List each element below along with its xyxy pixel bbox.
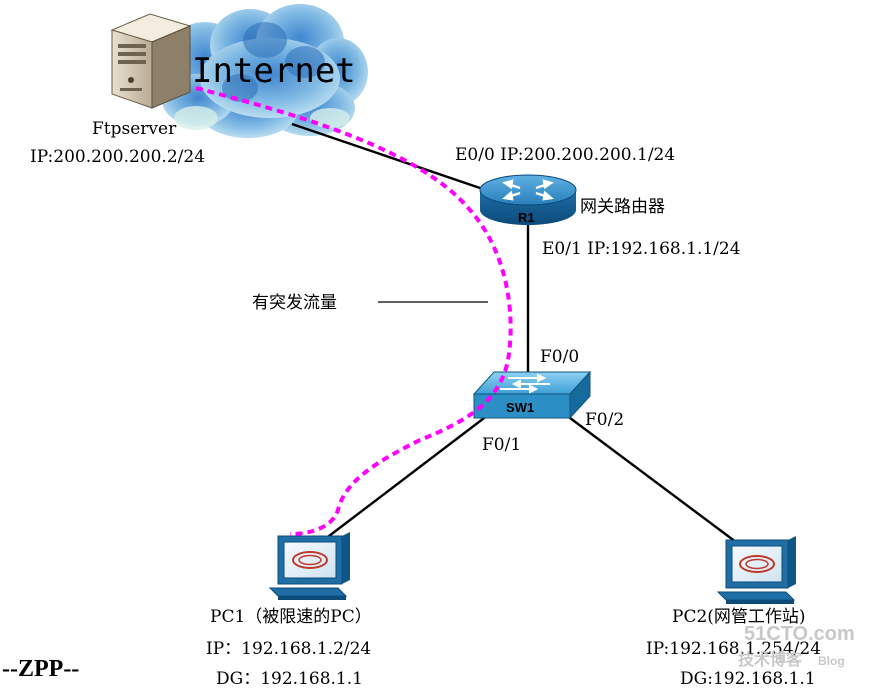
link-sw1-pc1 [307,411,493,553]
switch-sw1-icon[interactable] [472,370,592,420]
watermark-line3: Blog [818,654,845,668]
burst-traffic-path [195,86,513,536]
pc1-dg: DG：192.168.1.1 [216,669,363,689]
link-ftpserver-r1 [291,122,481,190]
router-e01-ip: E0/1 IP:192.168.1.1/24 [542,239,741,259]
pc2-icon[interactable] [716,536,796,604]
router-r1-icon[interactable] [479,174,577,225]
router-name: R1 [518,210,535,225]
switch-port-f01: F0/1 [482,435,521,455]
watermark-line1: 51CTO.com [744,623,855,645]
pc2-dg: DG:192.168.1.1 [680,669,816,689]
pc1-title: PC1（被限速的PC） [210,607,372,627]
link-sw1-pc2 [561,411,745,549]
network-links [291,122,745,553]
burst-label: 有突发流量 [252,293,337,313]
router-role: 网关路由器 [580,197,665,217]
ftpserver-ip: IP:200.200.200.2/24 [30,147,205,167]
ftpserver-name: Ftpserver [92,119,177,139]
pc1-icon[interactable] [268,532,350,600]
ftpserver-icon[interactable] [110,13,192,109]
author-signature: --ZPP-- [2,656,79,682]
watermark-line2: 技术博客 [738,650,803,669]
pc2-ip: IP:192.168.1.254/24 [646,639,821,659]
pc1-ip: IP：192.168.1.2/24 [206,639,371,659]
switch-port-f00: F0/0 [540,347,579,367]
switch-name: SW1 [506,400,534,415]
switch-port-f02: F0/2 [585,410,624,430]
pc2-title: PC2(网管工作站) [672,607,806,627]
internet-label: Internet [192,51,356,91]
router-e00-ip: E0/0 IP:200.200.200.1/24 [455,145,675,165]
watermark-logo: 51CTO.com 技术博客 Blog [738,623,855,669]
